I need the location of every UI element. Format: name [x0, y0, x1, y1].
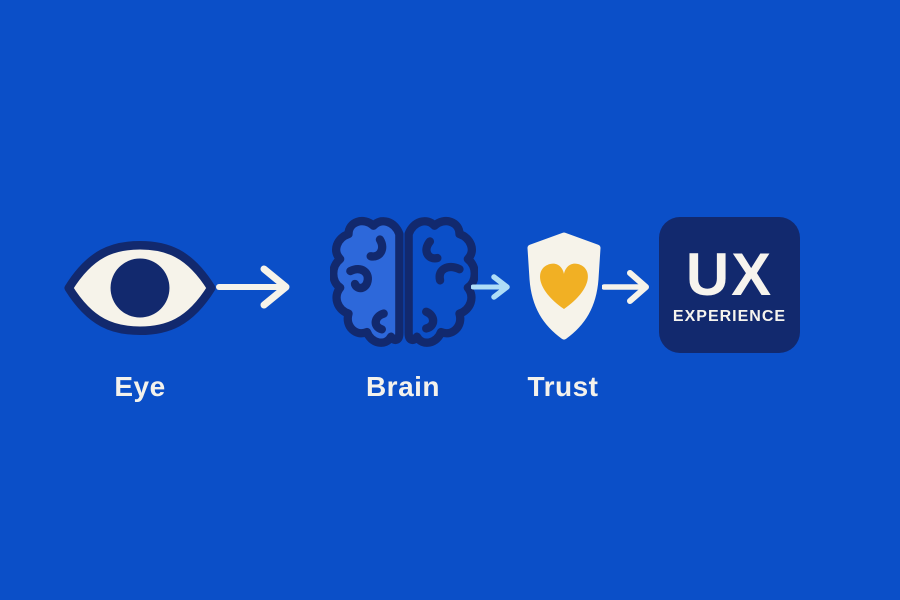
label-trust: Trust: [527, 371, 599, 402]
brain-icon: [330, 216, 478, 347]
ux-badge-title: UX: [685, 241, 774, 308]
arrow-trust-to-ux-icon: [602, 270, 649, 304]
brain-right-hemisphere: [404, 216, 478, 347]
label-eye: Eye: [114, 371, 166, 402]
brain-left-hemisphere: [330, 216, 404, 347]
shield-heart-icon: [527, 232, 601, 340]
label-brain: Brain: [365, 371, 441, 402]
ux-badge: UX EXPERIENCE: [659, 217, 800, 353]
heart-shape: [540, 263, 588, 309]
arrow-eye-to-brain-icon: [216, 265, 290, 309]
eye-icon: [64, 240, 216, 336]
ux-badge-subtitle: EXPERIENCE: [672, 308, 787, 325]
eye-pupil: [110, 258, 170, 318]
arrow-brain-to-trust-icon: [471, 274, 510, 300]
